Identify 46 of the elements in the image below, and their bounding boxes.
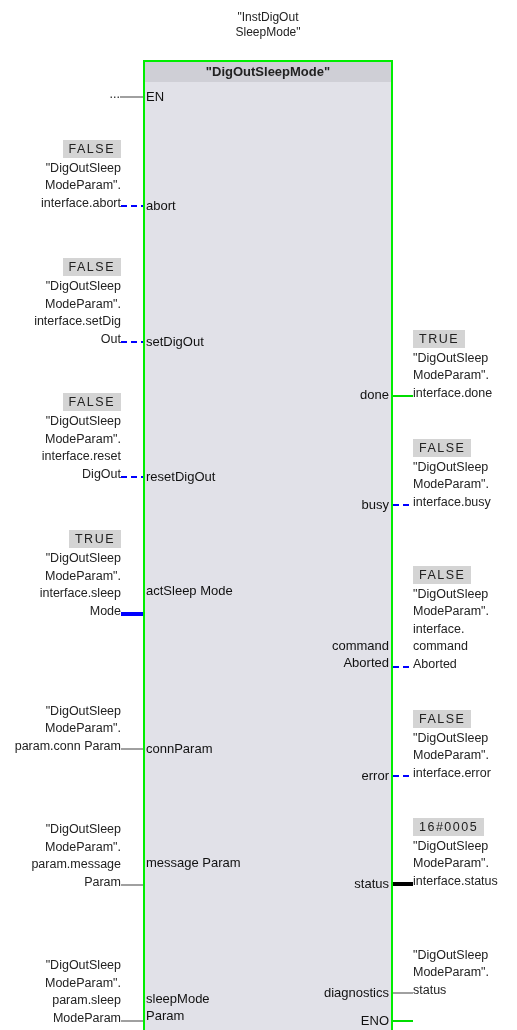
operand-name: "DigOutSleep ModeParam". status — [413, 946, 490, 999]
operand-name: "DigOutSleep ModeParam". interface.sleep Mode — [38, 550, 121, 620]
operand-name: "DigOutSleep ModeParam". param.sleep ModeParam — [44, 957, 121, 1027]
connector-line — [121, 612, 145, 616]
pin-label: connParam — [146, 740, 241, 757]
pin-label: ENO — [290, 1012, 389, 1029]
operand-name: "DigOutSleep ModeParam". param.conn Param — [13, 702, 121, 755]
connector-line — [392, 1020, 414, 1022]
current-value: FALSE — [413, 709, 472, 728]
current-value: FALSE — [413, 438, 472, 457]
current-value: FALSE — [413, 565, 472, 584]
block-title: "DigOutSleepMode" — [145, 62, 391, 82]
current-value: TRUE — [68, 530, 121, 548]
pin-label: setDigOut — [146, 333, 241, 350]
operand-name: ... — [109, 85, 120, 103]
current-value: 16#0005 — [413, 817, 485, 836]
operand-name: "DigOutSleep ModeParam". interface.error — [413, 729, 492, 782]
pin-label: diagnostics — [290, 984, 389, 1001]
operand-name: "DigOutSleep ModeParam". param.message Param — [30, 821, 121, 891]
pin-label: command Aborted — [290, 637, 389, 671]
pin-label: resetDigOut — [146, 468, 241, 485]
function-block — [143, 60, 393, 1030]
operand-name: "DigOutSleep ModeParam". interface.abort — [40, 159, 121, 212]
pin-label: abort — [146, 197, 241, 214]
pin-label: busy — [290, 496, 389, 513]
operand-name: "DigOutSleep ModeParam". interface.setDig Out — [33, 278, 121, 348]
pin-label: actSleep Mode — [146, 582, 241, 599]
current-value: FALSE — [62, 258, 121, 276]
pin-label: EN — [146, 88, 241, 105]
pin-label: error — [290, 767, 389, 784]
pin-label: message Param — [146, 854, 241, 871]
current-value: TRUE — [413, 329, 466, 348]
pin-label: status — [290, 875, 389, 892]
current-value: FALSE — [62, 393, 121, 411]
operand-name: "DigOutSleep ModeParam". interface. command Aborted — [413, 585, 490, 673]
current-value: FALSE — [62, 139, 121, 158]
operand-name: "DigOutSleep ModeParam". interface.busy — [413, 458, 492, 511]
connector-line — [392, 395, 414, 397]
instance-name: "InstDigOut SleepMode" — [234, 10, 302, 40]
pin-label: done — [290, 386, 389, 403]
connector-line — [392, 992, 414, 994]
pin-label: sleepMode Param — [146, 990, 241, 1024]
operand-name: "DigOutSleep ModeParam". interface.done — [413, 349, 494, 402]
connector-line — [393, 882, 413, 886]
operand-name: "DigOutSleep ModeParam". interface.reset DigOut — [40, 413, 121, 483]
operand-name: "DigOutSleep ModeParam". interface.status — [413, 837, 499, 890]
